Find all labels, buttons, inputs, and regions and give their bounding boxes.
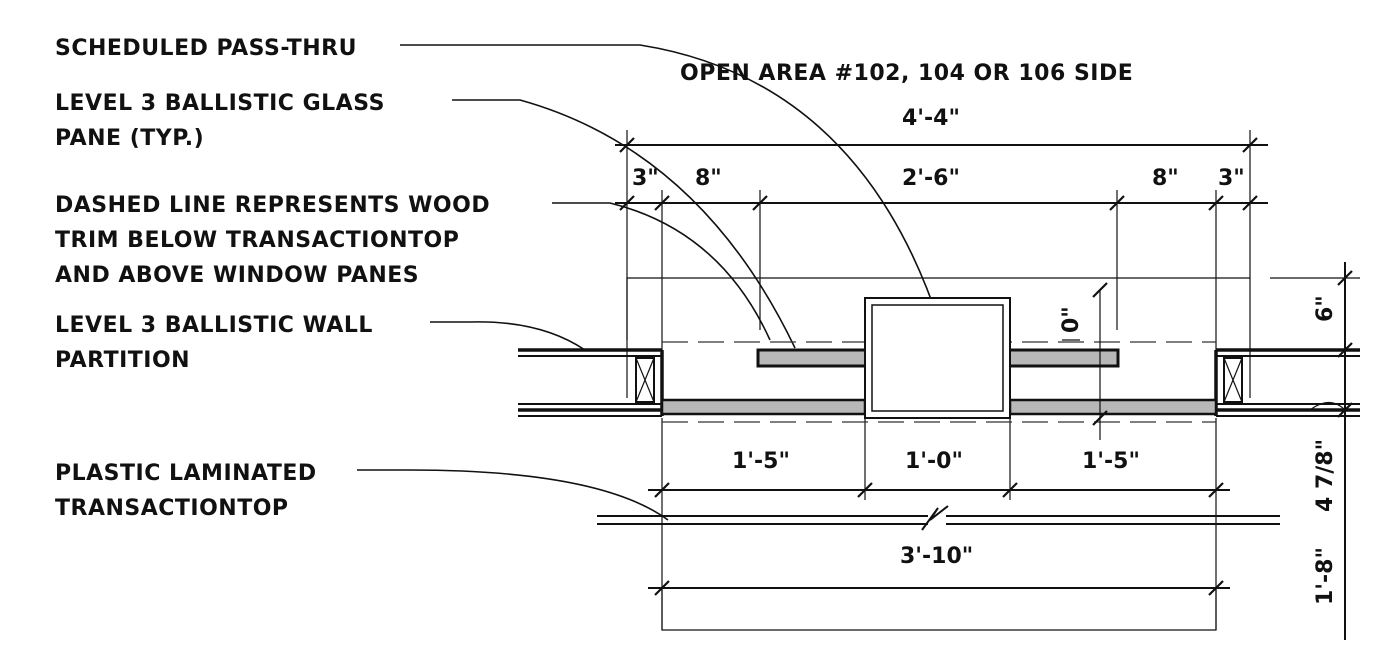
pass-thru-box [864, 297, 1011, 419]
label-glass-line2: PANE (TYP.) [55, 126, 204, 151]
dim-right-bottom: 1'-8" [1313, 547, 1338, 605]
leader-lines [357, 44, 941, 521]
dimension-segments-top [615, 195, 1268, 211]
label-wall-line1: LEVEL 3 BALLISTIC WALL [55, 313, 373, 338]
label-wall-line2: PARTITION [55, 348, 190, 373]
dimension-counter-overall [648, 580, 1230, 596]
label-dashed-line3: AND ABOVE WINDOW PANES [55, 263, 419, 288]
dimension-pass-offset [1062, 282, 1108, 440]
dimension-counter-segments [648, 482, 1230, 498]
label-laminate-line2: TRANSACTIONTOP [55, 496, 289, 521]
dim-right-top: 6" [1313, 295, 1338, 322]
label-glass-line1: LEVEL 3 BALLISTIC GLASS [55, 91, 385, 116]
leader-wall [430, 321, 586, 351]
dimension-right-vertical [1270, 262, 1360, 640]
lower-glass-pane-right [1008, 398, 1218, 416]
dim-left-counter: 1'-5" [732, 449, 790, 474]
dimension-overall-top [615, 137, 1268, 153]
leader-laminate [357, 469, 669, 521]
dim-left-jamb: 3" [632, 166, 659, 191]
leader-pass-thru [400, 44, 941, 326]
leader-glass [452, 99, 796, 349]
right-wall [1214, 348, 1360, 417]
dim-right-mid: 4 7/8" [1313, 439, 1338, 512]
counter-break-lines [597, 505, 1280, 531]
dim-center-opening: 2'-6" [902, 166, 960, 191]
label-dashed-line2: TRIM BELOW TRANSACTIONTOP [55, 228, 459, 253]
upper-outline [626, 277, 1251, 398]
label-scheduled-pass-thru: SCHEDULED PASS-THRU [55, 36, 357, 61]
dim-right-jamb: 3" [1218, 166, 1245, 191]
leader-dashed [552, 202, 771, 341]
dim-pass-offset: 0" [1059, 306, 1084, 333]
drawing-title: OPEN AREA #102, 104 OR 106 SIDE [680, 61, 1133, 86]
dim-right-pane: 8" [1152, 166, 1179, 191]
left-wall [518, 348, 664, 417]
dim-left-pane: 8" [695, 166, 722, 191]
dim-right-counter: 1'-5" [1082, 449, 1140, 474]
label-dashed-line1: DASHED LINE REPRESENTS WOOD [55, 193, 490, 218]
label-laminate-line1: PLASTIC LAMINATED [55, 461, 317, 486]
lower-glass-pane-left [660, 398, 867, 416]
counter-outline [661, 588, 1217, 631]
dim-center-counter: 1'-0" [905, 449, 963, 474]
dim-overall-top: 4'-4" [902, 106, 960, 131]
dim-counter-overall: 3'-10" [900, 544, 973, 569]
